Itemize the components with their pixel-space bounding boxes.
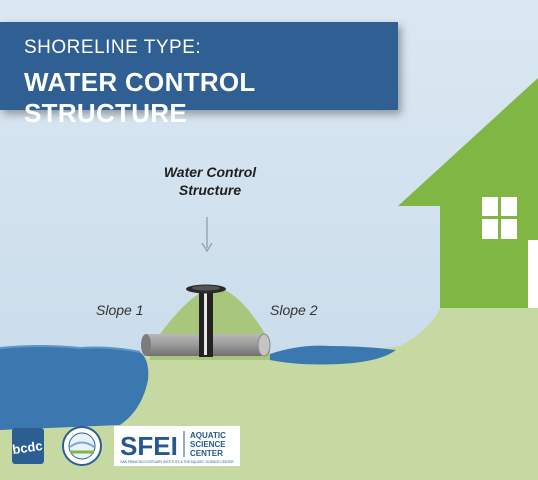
water-left bbox=[0, 346, 149, 430]
structure-callout: Water Control Structure bbox=[140, 163, 280, 199]
svg-text:bcdc: bcdc bbox=[11, 438, 43, 457]
svg-text:SFEI: SFEI bbox=[120, 431, 178, 461]
slope-1-label: Slope 1 bbox=[96, 302, 144, 318]
pipe-right-end bbox=[257, 333, 271, 357]
svg-text:SCIENCE: SCIENCE bbox=[190, 440, 226, 449]
title-banner: SHORELINE TYPE: WATER CONTROL STRUCTURE bbox=[0, 22, 398, 128]
page-title: WATER CONTROL STRUCTURE bbox=[24, 67, 256, 128]
callout-line-2: Structure bbox=[178, 182, 242, 198]
callout-line-1: Water Control bbox=[163, 164, 257, 180]
pipe-left-end bbox=[141, 334, 151, 356]
seal-logo bbox=[62, 426, 102, 466]
svg-text:CENTER: CENTER bbox=[190, 449, 223, 458]
svg-text:AQUATIC: AQUATIC bbox=[190, 431, 226, 440]
title-kicker: SHORELINE TYPE: bbox=[24, 37, 202, 58]
water-right bbox=[270, 345, 396, 365]
sfei-logo: SFEI AQUATIC SCIENCE CENTER SAN FRANCISC… bbox=[114, 426, 240, 466]
svg-text:SAN FRANCISCO ESTUARY INSTITUT: SAN FRANCISCO ESTUARY INSTITUTE & THE AQ… bbox=[120, 460, 234, 464]
slope-2-label: Slope 2 bbox=[270, 302, 318, 318]
house bbox=[398, 78, 538, 308]
bcdc-logo: bcdc bbox=[11, 428, 44, 464]
